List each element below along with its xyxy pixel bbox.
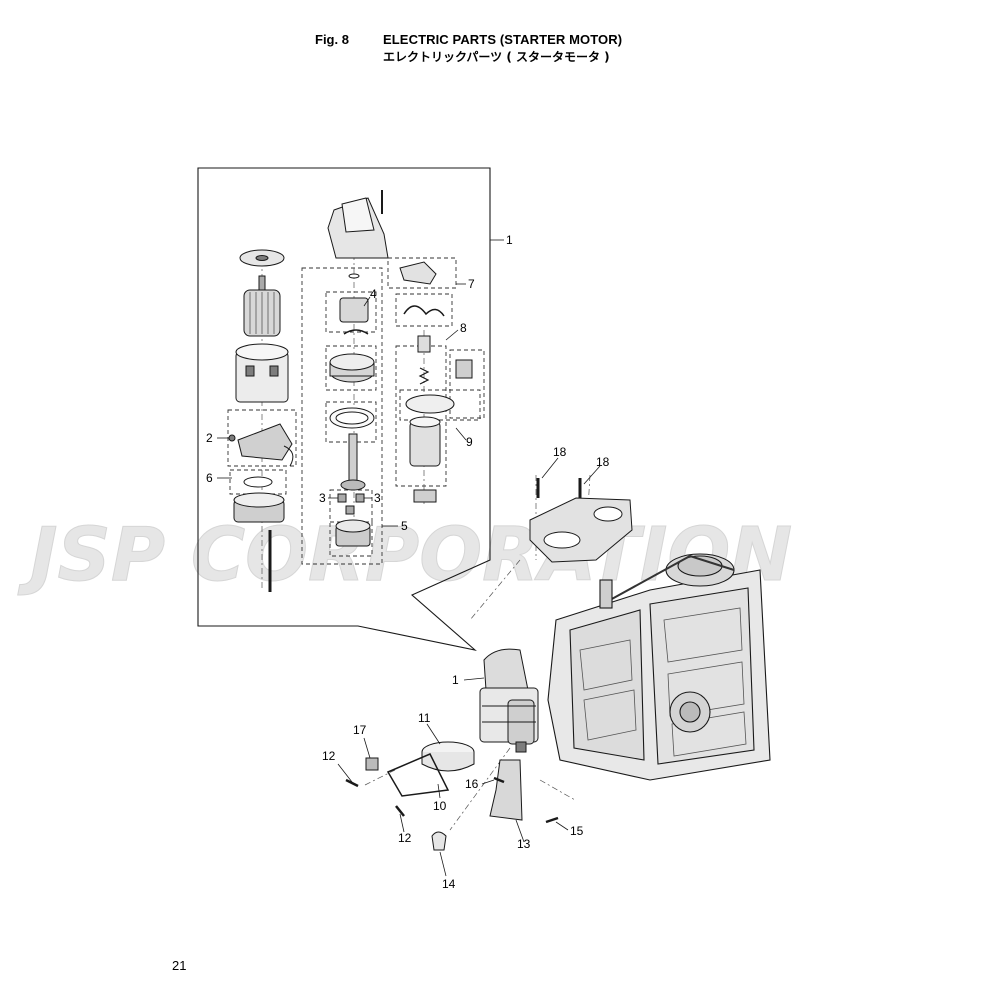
callout-15: 15 xyxy=(570,824,584,838)
figure-number: Fig. 8 xyxy=(315,32,349,47)
part-2-screw xyxy=(228,434,236,442)
pinion-gear-4 xyxy=(339,297,369,323)
figure-title: ELECTRIC PARTS (STARTER MOTOR) xyxy=(383,32,623,47)
callout-4: 4 xyxy=(370,287,377,301)
bolt-12-lower xyxy=(395,805,405,817)
roller-3b xyxy=(355,493,365,503)
lever-7 xyxy=(399,261,437,285)
callout-1: 1 xyxy=(506,233,513,247)
callout-12b: 12 xyxy=(398,831,412,845)
contact-plate xyxy=(405,394,455,414)
roller-3 xyxy=(337,493,347,503)
group-box-4 xyxy=(325,291,377,333)
callout-8: 8 xyxy=(460,321,467,335)
figure-title-japanese: エレクトリックパーツ ( スタータモータ ) xyxy=(383,50,610,64)
callout-10: 10 xyxy=(433,799,447,813)
starter-motor-exploded xyxy=(228,190,473,592)
bolt-15 xyxy=(545,816,559,824)
page-number: 21 xyxy=(172,958,187,973)
group-box-9-plate xyxy=(399,389,481,421)
group-box-main xyxy=(301,267,383,565)
callout-11: 11 xyxy=(418,711,431,725)
starter-motor-assembled xyxy=(479,648,539,753)
washer-6 xyxy=(243,476,273,488)
cable-13 xyxy=(489,759,523,821)
solenoid xyxy=(409,421,441,467)
callout-3a: 3 xyxy=(319,491,326,505)
brush-holder xyxy=(237,423,293,461)
callout-2: 2 xyxy=(206,431,213,445)
contact-9 xyxy=(455,359,473,379)
callout-labels: 1 2 3 3 4 5 6 7 8 9 18 18 1 11 17 12 10 … xyxy=(206,233,610,891)
callout-5: 5 xyxy=(401,519,408,533)
callout-1-assembled: 1 xyxy=(452,673,459,687)
group-box-9 xyxy=(449,349,485,419)
callout-3b: 3 xyxy=(374,491,381,505)
starter-bracket-18 xyxy=(529,478,633,563)
inset-frame xyxy=(197,167,491,651)
part-17 xyxy=(365,757,379,771)
spring-8 xyxy=(403,305,445,317)
engine-block xyxy=(547,553,771,781)
callout-18b: 18 xyxy=(596,455,610,469)
callout-6: 6 xyxy=(206,471,213,485)
group-box-8 xyxy=(395,293,453,327)
drive-shaft xyxy=(348,433,358,483)
callout-9: 9 xyxy=(466,435,473,449)
callout-17: 17 xyxy=(353,723,367,737)
watermark: JSP CORPORATION xyxy=(17,512,793,599)
callout-16: 16 xyxy=(465,777,479,791)
callout-14: 14 xyxy=(442,877,456,891)
bracket-10 xyxy=(386,753,450,797)
bolt-16 xyxy=(493,776,505,784)
plunger xyxy=(417,335,431,353)
callout-7: 7 xyxy=(468,277,475,291)
mounting-parts xyxy=(345,741,559,851)
cap-14 xyxy=(431,831,447,851)
callout-12a: 12 xyxy=(322,749,336,763)
callout-13: 13 xyxy=(517,837,531,851)
watermark-text: JSP CORPORATION xyxy=(17,512,792,598)
leader-lines xyxy=(217,239,601,877)
group-box-3-upper xyxy=(325,345,377,391)
callout-18a: 18 xyxy=(553,445,567,459)
bolt-12-upper xyxy=(345,778,359,788)
